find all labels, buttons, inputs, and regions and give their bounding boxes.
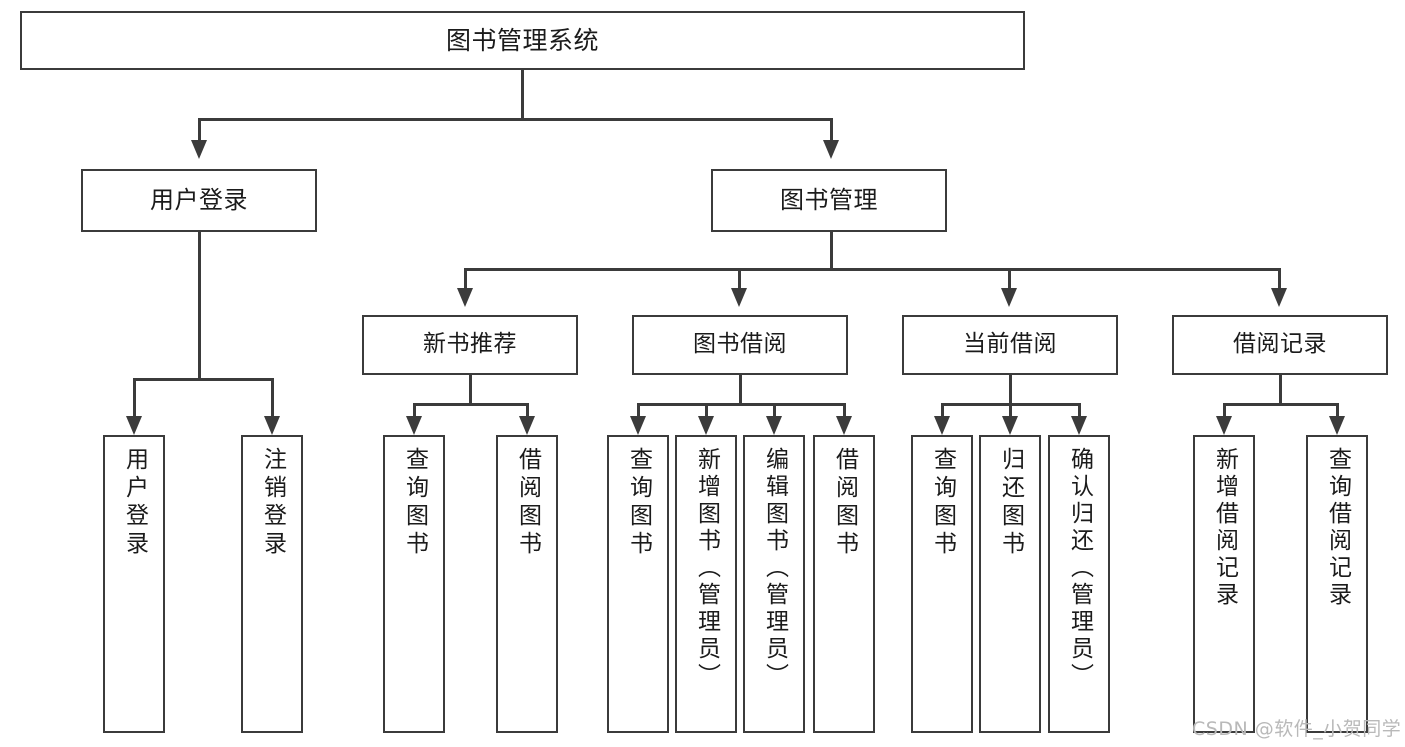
arrow-to-leaf-add-book — [698, 416, 714, 435]
node-label: 借阅图书 — [831, 447, 858, 559]
arrow-to-leaf-borrow-book-2 — [836, 416, 852, 435]
node-label: 新增图书（管理员） — [693, 447, 720, 690]
node-label: 图书管理 — [780, 186, 878, 215]
arrow-to-leaf-query-book-3 — [934, 416, 950, 435]
arrow-to-leaf-query-record — [1329, 416, 1345, 435]
arrow-to-leaf-confirm-return — [1071, 416, 1087, 435]
leaf-query-book-borrow[interactable]: 查询图书 — [607, 435, 669, 733]
connector-book-manage-bus — [464, 268, 1280, 271]
leaf-query-book-recommend[interactable]: 查询图书 — [383, 435, 445, 733]
arrow-to-book-manage — [823, 140, 839, 159]
node-label: 确认归还（管理员） — [1066, 447, 1093, 690]
arrow-to-borrow-record — [1271, 288, 1287, 307]
connector-book-manage-stem — [830, 232, 833, 270]
connector-user-login-bus — [133, 378, 273, 381]
connector-book-manage-drop-1 — [464, 268, 467, 288]
connector-new-book-drop-2 — [526, 403, 529, 416]
arrow-to-new-book — [457, 288, 473, 307]
node-root-system[interactable]: 图书管理系统 — [20, 11, 1025, 70]
node-label: 新书推荐 — [423, 331, 517, 358]
node-label: 注销登录 — [259, 447, 286, 559]
connector-book-borrow-bus — [637, 403, 845, 406]
node-label: 归还图书 — [997, 447, 1024, 559]
arrow-to-leaf-query-book-1 — [406, 416, 422, 435]
leaf-query-borrow-record[interactable]: 查询借阅记录 — [1306, 435, 1368, 733]
connector-root-bus — [198, 118, 832, 121]
connector-book-borrow-drop-1 — [637, 403, 640, 416]
connector-borrow-record-bus — [1223, 403, 1338, 406]
arrow-to-leaf-borrow-book-1 — [519, 416, 535, 435]
node-label: 查询图书 — [929, 447, 956, 559]
node-label: 查询图书 — [401, 447, 428, 559]
node-new-book-recommend[interactable]: 新书推荐 — [362, 315, 578, 375]
connector-book-manage-drop-3 — [1008, 268, 1011, 288]
connector-borrow-record-stem — [1279, 375, 1282, 405]
leaf-logout[interactable]: 注销登录 — [241, 435, 303, 733]
connector-current-borrow-drop-3 — [1078, 403, 1081, 416]
connector-book-borrow-stem — [739, 375, 742, 405]
connector-book-manage-drop-2 — [738, 268, 741, 288]
leaf-borrow-book[interactable]: 借阅图书 — [813, 435, 875, 733]
node-label: 用户登录 — [150, 186, 248, 215]
connector-user-login-stem — [198, 232, 201, 380]
node-user-login[interactable]: 用户登录 — [81, 169, 317, 232]
connector-borrow-record-drop-1 — [1223, 403, 1226, 416]
node-borrow-record[interactable]: 借阅记录 — [1172, 315, 1388, 375]
leaf-query-book-current[interactable]: 查询图书 — [911, 435, 973, 733]
node-label: 当前借阅 — [963, 331, 1057, 358]
leaf-add-book[interactable]: 新增图书（管理员） — [675, 435, 737, 733]
node-label: 图书管理系统 — [445, 25, 599, 55]
connector-user-login-drop-2 — [271, 378, 274, 416]
node-book-manage[interactable]: 图书管理 — [711, 169, 947, 232]
node-label: 借阅记录 — [1233, 331, 1327, 358]
connector-book-borrow-drop-3 — [773, 403, 776, 416]
connector-borrow-record-drop-2 — [1336, 403, 1339, 416]
node-label: 查询借阅记录 — [1324, 447, 1351, 609]
node-label: 用户登录 — [121, 447, 148, 559]
node-label: 图书借阅 — [693, 331, 787, 358]
arrow-to-current-borrow — [1001, 288, 1017, 307]
leaf-user-login[interactable]: 用户登录 — [103, 435, 165, 733]
connector-book-borrow-drop-2 — [705, 403, 708, 416]
connector-new-book-bus — [413, 403, 528, 406]
connector-current-borrow-drop-2 — [1009, 403, 1012, 416]
connector-user-login-drop-1 — [133, 378, 136, 416]
connector-new-book-stem — [469, 375, 472, 405]
node-current-borrow[interactable]: 当前借阅 — [902, 315, 1118, 375]
node-label: 新增借阅记录 — [1211, 447, 1238, 609]
arrow-to-leaf-return-book — [1002, 416, 1018, 435]
connector-root-stem — [521, 70, 524, 120]
connector-root-drop-left — [198, 118, 201, 140]
arrow-to-leaf-logout — [264, 416, 280, 435]
leaf-borrow-book-recommend[interactable]: 借阅图书 — [496, 435, 558, 733]
connector-current-borrow-stem — [1009, 375, 1012, 405]
connector-book-borrow-drop-4 — [843, 403, 846, 416]
connector-current-borrow-drop-1 — [941, 403, 944, 416]
arrow-to-book-borrow — [731, 288, 747, 307]
arrow-to-user-login — [191, 140, 207, 159]
leaf-confirm-return[interactable]: 确认归还（管理员） — [1048, 435, 1110, 733]
node-label: 编辑图书（管理员） — [761, 447, 788, 690]
arrow-to-leaf-edit-book — [766, 416, 782, 435]
connector-root-drop-right — [830, 118, 833, 140]
arrow-to-leaf-query-book-2 — [630, 416, 646, 435]
connector-new-book-drop-1 — [413, 403, 416, 416]
arrow-to-leaf-user-login — [126, 416, 142, 435]
leaf-return-book[interactable]: 归还图书 — [979, 435, 1041, 733]
node-label: 借阅图书 — [514, 447, 541, 559]
node-label: 查询图书 — [625, 447, 652, 559]
connector-book-manage-drop-4 — [1278, 268, 1281, 288]
leaf-add-borrow-record[interactable]: 新增借阅记录 — [1193, 435, 1255, 733]
leaf-edit-book[interactable]: 编辑图书（管理员） — [743, 435, 805, 733]
node-book-borrow[interactable]: 图书借阅 — [632, 315, 848, 375]
arrow-to-leaf-add-record — [1216, 416, 1232, 435]
